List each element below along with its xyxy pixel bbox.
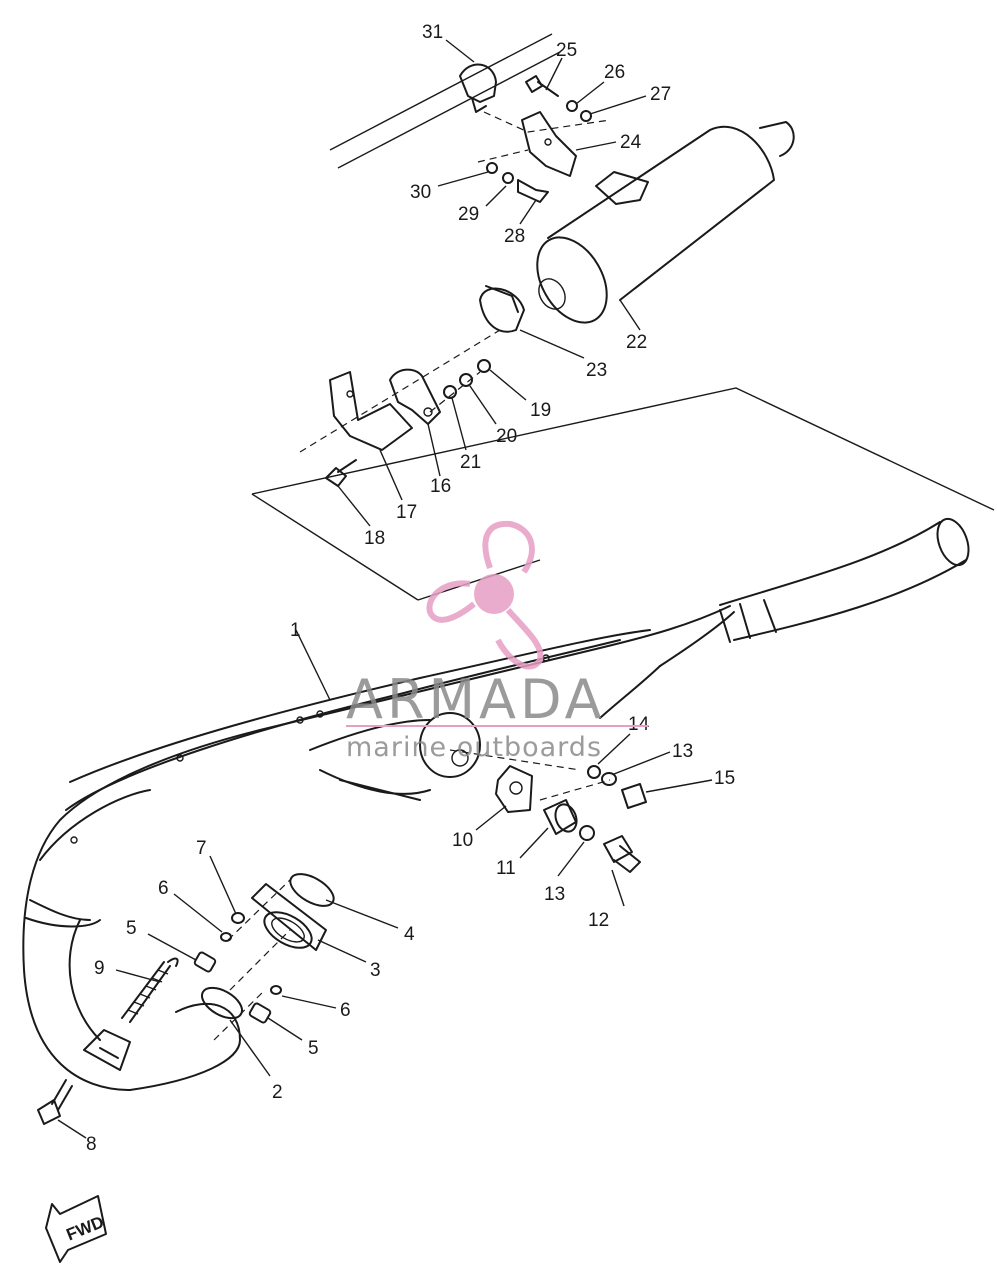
bolt-25 xyxy=(525,75,559,97)
callout-21: 21 xyxy=(460,452,481,473)
callout-13-lower: 13 xyxy=(544,884,565,905)
washer-27 xyxy=(580,110,592,122)
callout-18: 18 xyxy=(364,528,385,549)
washer-6-upper xyxy=(220,932,232,942)
expansion-chamber xyxy=(22,517,970,1091)
callout-labels: 1 2 3 4 5 5 6 6 7 8 9 10 11 12 13 13 14 … xyxy=(86,22,735,1155)
bolt-28 xyxy=(517,179,549,203)
callout-12: 12 xyxy=(588,910,609,931)
callout-16: 16 xyxy=(430,476,451,497)
washer-29 xyxy=(502,172,514,184)
callout-24: 24 xyxy=(620,132,642,153)
clamp-31 xyxy=(459,63,497,113)
propeller-logo-icon xyxy=(426,520,544,670)
clamp-16 xyxy=(389,368,441,425)
callout-31: 31 xyxy=(422,22,443,43)
washer-14 xyxy=(587,765,601,779)
spring-9 xyxy=(121,957,179,1023)
bolt-15 xyxy=(621,783,647,809)
washer-13-lower xyxy=(579,825,595,841)
callout-2: 2 xyxy=(272,1082,283,1103)
bolt-8 xyxy=(37,1079,73,1125)
callout-30: 30 xyxy=(410,182,431,203)
callout-1: 1 xyxy=(290,620,301,641)
callout-28: 28 xyxy=(504,226,525,247)
callout-27: 27 xyxy=(650,84,671,105)
washer-21 xyxy=(443,385,457,399)
bolt-12 xyxy=(603,835,641,873)
bracket-24 xyxy=(521,111,577,177)
callout-20: 20 xyxy=(496,426,517,447)
callout-23: 23 xyxy=(586,360,607,381)
fwd-arrow-icon: FWD xyxy=(45,1195,107,1263)
bolt-5-upper xyxy=(193,951,217,973)
watermark-subtitle: marine outboards xyxy=(346,732,602,763)
assembly-outline xyxy=(251,387,995,601)
washer-30 xyxy=(486,162,498,174)
callout-13-upper: 13 xyxy=(672,741,693,762)
leader-lines xyxy=(57,39,713,1139)
callout-22: 22 xyxy=(626,332,647,353)
washer-20 xyxy=(459,373,473,387)
bracket-17 xyxy=(329,371,413,451)
callout-25: 25 xyxy=(556,40,577,61)
callout-6-lower: 6 xyxy=(340,1000,351,1021)
callout-5-lower: 5 xyxy=(308,1038,319,1059)
callout-29: 29 xyxy=(458,204,479,225)
bolt-18 xyxy=(325,459,357,487)
callout-11: 11 xyxy=(496,858,516,879)
callout-5-upper: 5 xyxy=(126,918,137,939)
nut-7 xyxy=(231,912,245,924)
frame-reference-lines xyxy=(329,33,561,169)
callout-10: 10 xyxy=(452,830,473,851)
callout-19: 19 xyxy=(530,400,551,421)
bracket-10 xyxy=(495,765,533,813)
callout-8: 8 xyxy=(86,1134,97,1155)
callout-3: 3 xyxy=(370,960,381,981)
fwd-label: FWD xyxy=(64,1212,107,1244)
damper-11 xyxy=(543,799,578,835)
callout-7: 7 xyxy=(196,838,207,859)
callout-15: 15 xyxy=(714,768,735,789)
callout-4: 4 xyxy=(404,924,415,945)
callout-14: 14 xyxy=(628,714,650,735)
callout-26: 26 xyxy=(604,62,625,83)
gasket-2 xyxy=(201,986,243,1020)
watermark-title: ARMADA xyxy=(346,668,606,731)
clamp-23 xyxy=(479,285,525,333)
nut-19 xyxy=(477,359,491,373)
washer-26 xyxy=(566,100,578,112)
watermark: ARMADA marine outboards xyxy=(346,668,648,763)
flange-3 xyxy=(251,883,327,951)
silencer-22 xyxy=(536,121,795,324)
callout-9: 9 xyxy=(94,958,105,979)
washer-13-upper xyxy=(601,772,617,786)
washer-6-lower xyxy=(270,985,282,995)
bolt-5-lower xyxy=(248,1002,272,1024)
callout-17: 17 xyxy=(396,502,417,523)
callout-6-upper: 6 xyxy=(158,878,169,899)
